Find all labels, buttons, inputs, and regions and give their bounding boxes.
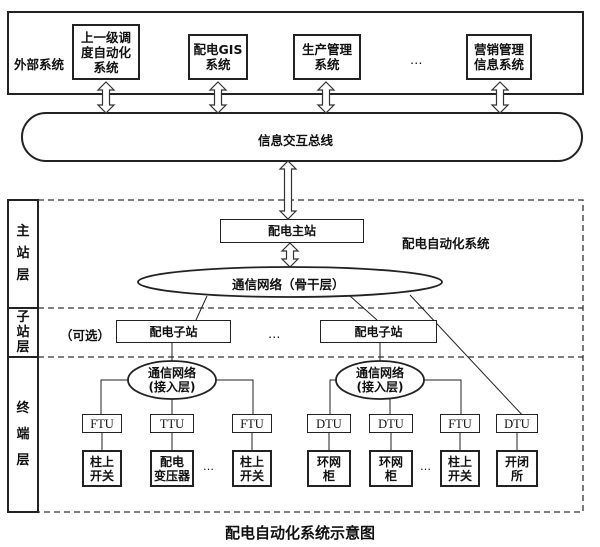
link-backbone-sub1 [195,295,208,321]
terminal-unit-ttu[interactable]: TTU [150,414,194,433]
link-access1-ftu2 [216,379,254,414]
double-arrow-production-bus [316,81,336,114]
layer-label-master-char-2: 站 [16,246,30,261]
external-system-upper-dispatch[interactable]: 上一级调 度自动化 系统 [72,24,140,80]
link-access2-ftu [424,379,462,414]
external-system-marketing-mgmt[interactable]: 营销管理 信息系统 [466,34,532,80]
terminal-device[interactable]: 柱上 开关 [232,450,272,487]
layer-label-substation: 子 站 层 [8,308,38,357]
info-bus-label: 信息交互总线 [258,133,334,148]
backbone-network-shape [137,266,443,298]
terminal-device[interactable]: 环网 柜 [307,450,351,487]
external-systems-label: 外部系统 [14,57,65,72]
terminal-device[interactable]: 柱上 开关 [440,450,480,487]
layer-label-substation-char-2: 站 [16,325,30,340]
terminal-device[interactable]: 配电 变压器 [150,450,194,487]
das-dashed-frame [37,199,584,513]
link-backbone-terminal-dtu [409,294,526,419]
external-systems-ellipsis: … [410,52,423,67]
double-arrow-marketing-bus [490,81,510,114]
terminal-unit-ftu[interactable]: FTU [232,414,272,433]
access-network-1-label: 通信网络 (接入层) [147,366,196,394]
double-arrow-master-backbone [280,242,300,268]
layer-label-master-char-3: 层 [16,268,30,283]
double-arrow-bus-master [278,160,298,220]
info-bus-shape [21,112,583,162]
terminal-device[interactable]: 柱上 开关 [82,450,122,487]
substation-2[interactable]: 配电子站 [320,320,437,343]
link-access1-ftu1 [100,379,128,414]
layer-label-terminal-char-3: 层 [16,452,30,468]
terminal-unit-dtu[interactable]: DTU [369,414,413,433]
master-station[interactable]: 配电主站 [220,219,364,243]
diagram-caption: 配电自动化系统示意图 [224,524,375,542]
terminal-unit-dtu[interactable]: DTU [307,414,351,433]
access-network-2-label: 通信网络 (接入层) [355,366,404,394]
external-system-gis[interactable]: 配电GIS 系统 [188,34,248,80]
optional-note: （可选） [60,328,111,343]
layer-label-substation-char-3: 层 [16,340,30,355]
layer-label-master: 主 站 层 [8,200,38,308]
terminal-ellipsis-1: … [203,460,214,473]
external-systems-frame [7,11,584,95]
layer-label-substation-char-1: 子 [16,310,30,325]
terminal-unit-ftu[interactable]: FTU [440,414,480,433]
external-system-production-mgmt[interactable]: 生产管理 系统 [293,34,361,80]
link-access2-dtu1 [329,379,336,414]
terminal-unit-dtu[interactable]: DTU [496,414,538,433]
layer-label-terminal-char-1: 终 [16,400,30,416]
substation-1[interactable]: 配电子站 [116,320,231,343]
substation-ellipsis: … [268,326,281,341]
double-arrow-gis-bus [208,81,228,114]
layer-label-master-char-1: 主 [16,224,30,239]
terminal-ellipsis-2: … [420,460,431,473]
double-arrow-upper-dispatch-bus [96,81,116,114]
layer-label-terminal-char-2: 端 [16,426,30,442]
layer-label-terminal: 终 端 层 [8,357,38,512]
terminal-unit-ftu[interactable]: FTU [82,414,122,433]
terminal-device[interactable]: 开闭 所 [496,450,538,487]
das-system-label: 配电自动化系统 [402,236,490,251]
terminal-device[interactable]: 环网 柜 [369,450,413,487]
link-backbone-sub2 [349,295,378,321]
backbone-network-label: 通信网络（骨干层） [232,277,345,292]
